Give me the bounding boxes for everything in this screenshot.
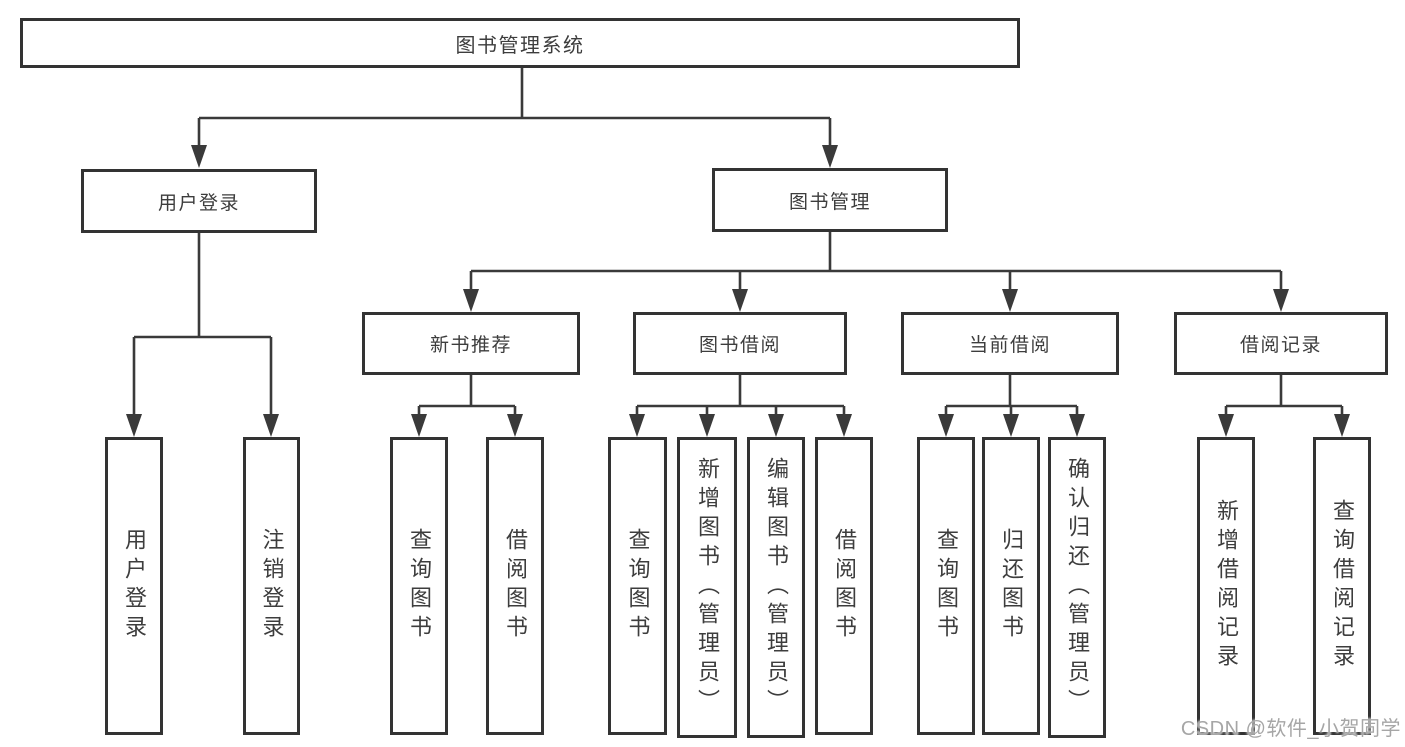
node-new-book-recommend: 新书推荐: [362, 312, 580, 375]
node-current-borrow: 当前借阅: [901, 312, 1119, 375]
node-borrow-add-books-admin: 新增图书（管理员）: [677, 437, 737, 738]
node-borrow-borrow-books: 借阅图书: [815, 437, 873, 735]
node-current-query-books: 查询图书: [917, 437, 975, 735]
node-book-management-branch: 图书管理: [712, 168, 948, 232]
node-current-confirm-return-admin-label: 确认归还（管理员）: [1065, 457, 1090, 718]
node-records-query-record: 查询借阅记录: [1313, 437, 1371, 735]
node-user-login-branch-label: 用户登录: [157, 192, 240, 214]
connector-recommend-to-leaves: [417, 375, 517, 418]
node-current-borrow-label: 当前借阅: [968, 335, 1051, 356]
node-current-return-books-label: 归还图书: [999, 528, 1024, 644]
connector-strokes: [132, 68, 1344, 418]
connector-root-to-level2: [197, 68, 832, 150]
node-current-query-books-label: 查询图书: [934, 528, 959, 644]
node-user-login-branch: 用户登录: [81, 169, 317, 233]
node-borrow-borrow-books-label: 借阅图书: [832, 528, 857, 644]
node-borrow-edit-books-admin-label: 编辑图书（管理员）: [764, 457, 789, 718]
node-recommend-borrow-books: 借阅图书: [486, 437, 544, 735]
node-new-book-recommend-label: 新书推荐: [429, 335, 512, 356]
node-borrow-query-books-label: 查询图书: [625, 528, 651, 644]
connector-userlogin-to-leaves: [132, 233, 273, 418]
node-user-login: 用户登录: [105, 437, 163, 735]
node-current-confirm-return-admin: 确认归还（管理员）: [1048, 437, 1106, 738]
node-records-query-record-label: 查询借阅记录: [1330, 499, 1355, 673]
arrowheads: [126, 145, 1350, 437]
connector-bookmgmt-to-level3: [469, 232, 1283, 293]
node-recommend-query-books: 查询图书: [390, 437, 448, 735]
node-borrow-edit-books-admin: 编辑图书（管理员）: [747, 437, 805, 738]
connector-current-to-leaves: [944, 375, 1079, 418]
node-recommend-borrow-books-label: 借阅图书: [503, 528, 528, 644]
node-book-management-branch-label: 图书管理: [788, 191, 871, 213]
node-current-return-books: 归还图书: [982, 437, 1040, 735]
node-library-system: 图书管理系统: [20, 18, 1020, 68]
node-user-login-label: 用户登录: [122, 528, 147, 644]
node-book-borrow: 图书借阅: [633, 312, 847, 375]
connector-borrow-to-leaves: [635, 375, 846, 418]
connector-records-to-leaves: [1224, 375, 1344, 418]
node-borrow-records-label: 借阅记录: [1239, 335, 1322, 356]
node-borrow-add-books-admin-label: 新增图书（管理员）: [695, 457, 720, 718]
node-recommend-query-books-label: 查询图书: [407, 528, 432, 644]
csdn-watermark: CSDN @软件_小贺同学: [1180, 718, 1401, 740]
node-logout-label: 注销登录: [259, 528, 285, 644]
node-records-add-record-label: 新增借阅记录: [1214, 499, 1239, 673]
node-logout: 注销登录: [243, 437, 300, 735]
node-book-borrow-label: 图书借阅: [698, 335, 781, 356]
node-library-system-label: 图书管理系统: [455, 34, 585, 57]
node-records-add-record: 新增借阅记录: [1197, 437, 1255, 735]
node-borrow-query-books: 查询图书: [608, 437, 667, 735]
node-borrow-records: 借阅记录: [1174, 312, 1388, 375]
